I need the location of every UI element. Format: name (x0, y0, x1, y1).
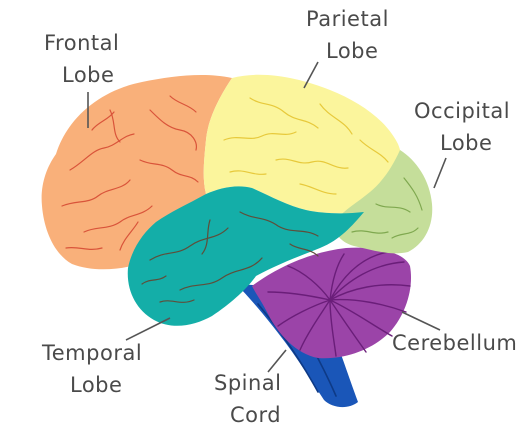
frontal-lobe-label: Frontal Lobe (44, 31, 119, 128)
occipital-lobe-region (334, 150, 433, 254)
temporal-lobe-sulci (141, 211, 319, 303)
cerebellum-label-line1: Cerebellum (392, 331, 517, 355)
occipital-lobe-leader (433, 157, 447, 189)
frontal-lobe-region (41, 75, 233, 270)
occipital-lobe-sulci (351, 177, 423, 239)
frontal-lobe-label-line1: Frontal (44, 31, 119, 55)
cerebellum-label: Cerebellum (392, 311, 517, 355)
parietal-lobe-label-line2: Lobe (326, 39, 378, 63)
temporal-lobe-label-line2: Lobe (70, 373, 122, 397)
cerebellum-folia (267, 251, 411, 357)
occipital-lobe-label-line2: Lobe (440, 131, 492, 155)
occipital-lobe-label-line1: Occipital (414, 99, 510, 123)
temporal-lobe-label-line1: Temporal (41, 341, 142, 365)
parietal-lobe-label-line1: Parietal (306, 7, 389, 31)
occipital-lobe-label: Occipital Lobe (414, 99, 510, 189)
frontal-lobe-label-line2: Lobe (62, 63, 114, 87)
spinal-cord-label: Spinal Cord (214, 349, 287, 427)
parietal-lobe-region (203, 74, 403, 214)
temporal-lobe-leader (125, 317, 171, 341)
parietal-lobe-leader (303, 61, 319, 89)
frontal-lobe-sulci (61, 95, 199, 251)
spinal-cord-label-line1: Spinal (214, 371, 282, 395)
cerebellum-leader (401, 311, 441, 331)
spinal-cord-leader (267, 349, 287, 373)
spinal-cord-label-line2: Cord (230, 403, 281, 427)
temporal-lobe-label: Temporal Lobe (41, 317, 171, 397)
parietal-lobe-label: Parietal Lobe (303, 7, 389, 89)
parietal-lobe-sulci (223, 97, 389, 195)
temporal-lobe-region (127, 186, 364, 326)
